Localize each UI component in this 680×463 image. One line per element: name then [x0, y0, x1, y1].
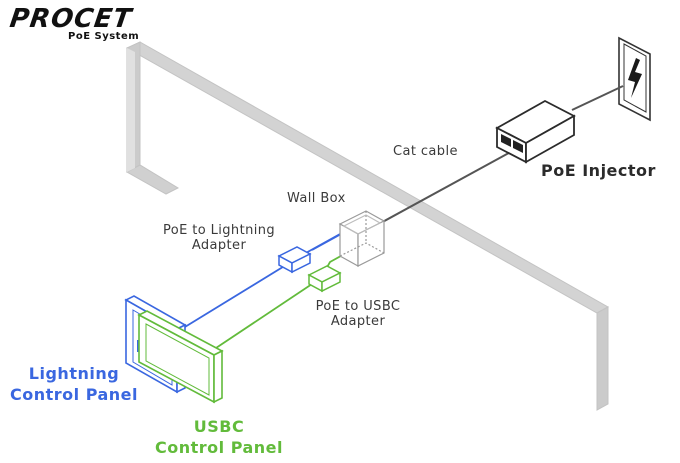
brand-logo: PROCET PoE System: [7, 4, 150, 44]
poe-injector-device: [495, 99, 576, 164]
poe-to-usbc-line2: Adapter: [330, 314, 386, 329]
lightning-panel-label: Lightning Control Panel: [4, 363, 144, 405]
lightning-panel-line1: Lightning: [28, 364, 120, 383]
cat-cable: [376, 147, 519, 226]
lightning-panel-line2: Control Panel: [9, 385, 139, 404]
usbc-panel-label: USBC Control Panel: [149, 416, 289, 458]
wall: [125, 41, 610, 411]
usbc-adapter: [307, 265, 342, 293]
brand-name: PROCET: [7, 4, 134, 34]
poe-to-usbc-line1: PoE to USBC: [315, 299, 401, 314]
ethernet-port-icon: [501, 134, 523, 153]
brand-subtitle: PoE System: [68, 31, 140, 42]
wall-box: [338, 210, 386, 268]
power-outlet: [618, 36, 651, 122]
cat-cable-label: Cat cable: [393, 144, 458, 159]
poe-to-lightning-line2: Adapter: [191, 238, 247, 253]
poe-to-usbc-label: PoE to USBC Adapter: [308, 299, 408, 329]
poe-injector-label: PoE Injector: [541, 161, 656, 180]
usbc-panel-line1: USBC: [193, 417, 245, 436]
usbc-control-panel: [137, 310, 224, 404]
lightning-bolt-icon: [628, 58, 642, 98]
lightning-adapter: [277, 246, 312, 274]
wall-box-label: Wall Box: [287, 191, 346, 206]
cable-outlet-injector: [571, 85, 624, 111]
poe-to-lightning-label: PoE to Lightning Adapter: [149, 223, 289, 253]
poe-to-lightning-line1: PoE to Lightning: [162, 223, 276, 238]
usbc-panel-line2: Control Panel: [154, 438, 284, 457]
